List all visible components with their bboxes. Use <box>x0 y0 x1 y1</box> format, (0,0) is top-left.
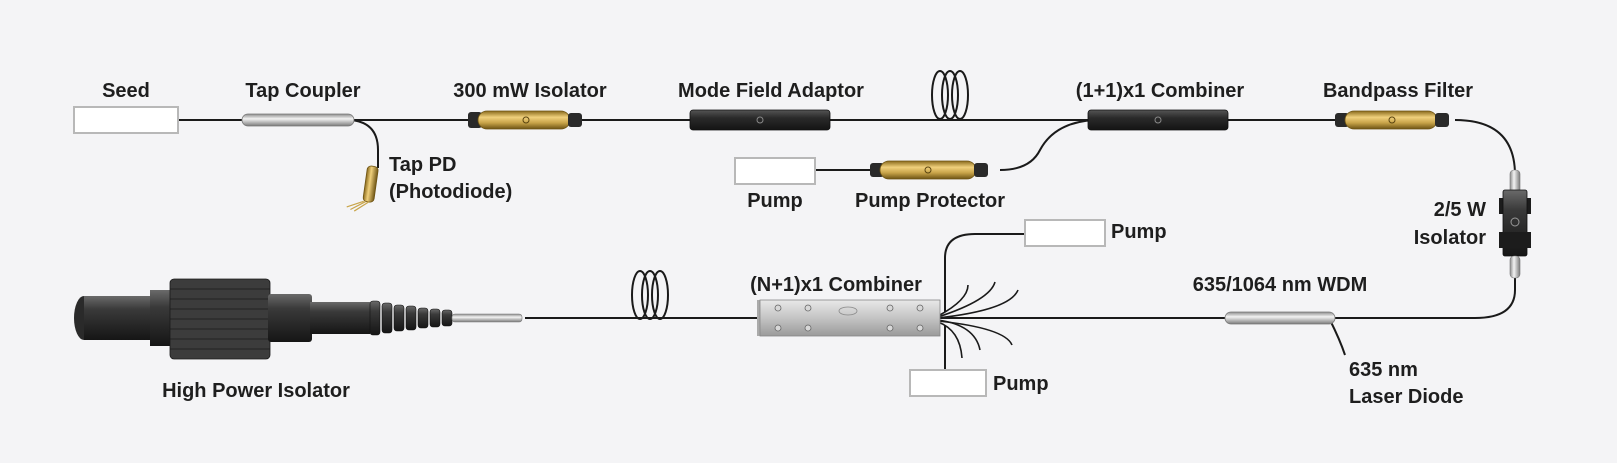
combiner-1p1-device <box>1087 109 1229 131</box>
wdm-device <box>1224 311 1336 325</box>
pump-a-box <box>734 157 816 185</box>
tap-coupler-device <box>241 113 355 127</box>
bandpass-filter-device <box>1335 110 1449 130</box>
label-high-power-isolator: High Power Isolator <box>162 380 350 402</box>
label-pump-a: Pump <box>747 190 803 212</box>
label-pump-protector: Pump Protector <box>854 190 1006 212</box>
fiber-laser-diode <box>1329 319 1346 356</box>
label-np1-combiner: (N+1)x1 Combiner <box>750 274 922 296</box>
label-1p1-combiner: (1+1)x1 Combiner <box>1075 80 1245 102</box>
label-2-5w-line1: 2/5 W <box>1433 199 1486 221</box>
isolator-300mw-device <box>468 110 582 130</box>
label-2-5w-line2: Isolator <box>1413 227 1486 249</box>
label-300mw-isolator: 300 mW Isolator <box>453 80 607 102</box>
label-pump-c: Pump <box>993 373 1049 395</box>
label-laser-diode-line2: Laser Diode <box>1349 386 1464 408</box>
fiber-tap-branch <box>349 119 379 168</box>
label-mode-field-adaptor: Mode Field Adaptor <box>678 80 864 102</box>
label-wdm: 635/1064 nm WDM <box>1192 274 1368 296</box>
label-laser-diode-line1: 635 nm <box>1349 359 1418 381</box>
label-pump-b: Pump <box>1111 221 1167 243</box>
fiber-right-lower <box>940 270 1516 319</box>
combiner-fanout <box>937 281 1019 359</box>
label-bandpass-filter: Bandpass Filter <box>1322 80 1474 102</box>
fiber-protector-combiner <box>999 119 1096 171</box>
pump-protector-device <box>870 160 988 180</box>
label-tap-pd-line1: Tap PD <box>389 154 457 176</box>
label-seed: Seed <box>102 80 150 102</box>
tap-pd-device <box>346 165 379 212</box>
isolator-2-5w-device <box>1499 169 1531 279</box>
high-power-isolator-device <box>74 278 523 360</box>
pump-b-box <box>1024 219 1106 247</box>
fiber-coil-top <box>931 70 969 120</box>
label-tap-coupler: Tap Coupler <box>245 80 361 102</box>
pump-c-box <box>909 369 987 397</box>
fiber-right-upper <box>1454 119 1516 176</box>
fiber-coil-bottom <box>631 270 669 320</box>
combiner-np1-device <box>757 299 941 337</box>
fiber-pump-b <box>944 233 1025 312</box>
mode-field-adaptor-device <box>689 109 831 131</box>
seed-box <box>73 106 179 134</box>
label-tap-pd-line2: (Photodiode) <box>389 181 513 203</box>
